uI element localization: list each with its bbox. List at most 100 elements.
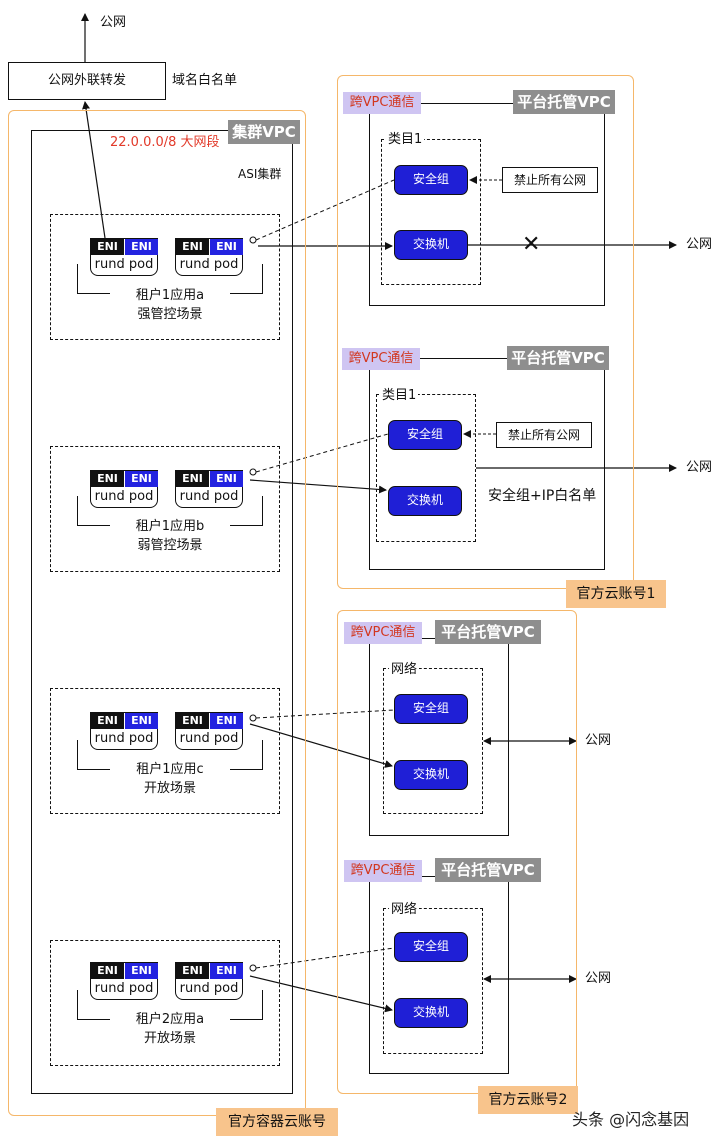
public-label-d: 公网 bbox=[585, 971, 612, 986]
pod-runtime: rund pod bbox=[94, 731, 154, 746]
platform-vpc-label-a: 平台托管VPC bbox=[513, 90, 615, 114]
scenario-d-frame bbox=[50, 940, 280, 1066]
eni-blue: ENI bbox=[125, 239, 158, 255]
pod-a2: ENI ENI rund pod bbox=[175, 238, 243, 276]
pod-b2: ENI ENI rund pod bbox=[175, 470, 243, 508]
eni-black: ENI bbox=[176, 239, 209, 255]
category-a-frame bbox=[381, 139, 481, 285]
switch-d: 交换机 bbox=[394, 998, 468, 1028]
scenario-b-mode: 弱管控场景 bbox=[137, 538, 203, 553]
eni-blue: ENI bbox=[125, 713, 158, 729]
pod-runtime: rund pod bbox=[179, 981, 239, 996]
eni-blue: ENI bbox=[210, 713, 243, 729]
official-account-2-frame bbox=[337, 610, 577, 1094]
blocked-icon: ✕ bbox=[522, 232, 541, 257]
port-b bbox=[249, 468, 257, 476]
network-d-label: 网络 bbox=[389, 902, 420, 918]
watermark: 头条 @闪念基因 bbox=[572, 1110, 690, 1129]
port-c bbox=[249, 714, 257, 722]
eni-black: ENI bbox=[176, 471, 209, 487]
pod-runtime: rund pod bbox=[179, 257, 239, 272]
scenario-b-app: 租户1应用b bbox=[110, 518, 230, 536]
pod-b-to-switch-arrow bbox=[249, 479, 387, 494]
eni-blue: ENI bbox=[125, 471, 158, 487]
platform-vpc-a bbox=[369, 103, 605, 306]
egress-box: 公网外联转发 bbox=[8, 62, 166, 100]
eni-black: ENI bbox=[91, 471, 124, 487]
cidr-label: 22.0.0.0/8 大网段 bbox=[110, 135, 220, 150]
eni-black: ENI bbox=[91, 713, 124, 729]
pod-to-egress-arrow bbox=[82, 101, 106, 239]
switch-b: 交换机 bbox=[388, 486, 462, 516]
platform-vpc-label-b: 平台托管VPC bbox=[507, 346, 609, 370]
pod-runtime: rund pod bbox=[94, 981, 154, 996]
public-label-b: 公网 bbox=[686, 460, 713, 475]
pod-d-to-switch-arrow bbox=[249, 975, 393, 1013]
security-group-c: 安全组 bbox=[394, 694, 468, 724]
port-a bbox=[249, 236, 257, 244]
official-account-1-label: 官方云账号1 bbox=[566, 580, 666, 608]
ban-public-b: 禁止所有公网 bbox=[496, 422, 592, 448]
eni-blue: ENI bbox=[210, 239, 243, 255]
eni-black: ENI bbox=[176, 963, 209, 979]
platform-vpc-label-d: 平台托管VPC bbox=[435, 858, 541, 882]
network-d-frame bbox=[383, 908, 483, 1054]
security-group-a: 安全组 bbox=[394, 165, 468, 195]
sg-ip-whitelist-label: 安全组+IP白名单 bbox=[488, 488, 597, 504]
scenario-c-frame bbox=[50, 688, 280, 814]
pod-d2: ENI ENI rund pod bbox=[175, 962, 243, 1000]
cross-vpc-label-a: 跨VPC通信 bbox=[343, 92, 421, 114]
pod-runtime: rund pod bbox=[94, 489, 154, 504]
switch-a: 交换机 bbox=[394, 230, 468, 260]
official-account-1-frame bbox=[337, 75, 634, 589]
pod-a1: ENI ENI rund pod bbox=[90, 238, 158, 276]
scenario-c-mode: 开放场景 bbox=[143, 781, 196, 796]
cross-vpc-label-c: 跨VPC通信 bbox=[344, 622, 422, 644]
public-label-c: 公网 bbox=[585, 733, 612, 748]
category-b-label: 类目1 bbox=[380, 388, 419, 404]
scenario-a-frame bbox=[50, 214, 280, 340]
pod-b1: ENI ENI rund pod bbox=[90, 470, 158, 508]
pod-c2: ENI ENI rund pod bbox=[175, 712, 243, 750]
scenario-d-mode: 开放场景 bbox=[143, 1031, 196, 1046]
category-a-label: 类目1 bbox=[386, 132, 425, 148]
scenario-d-app: 租户2应用a bbox=[110, 1011, 230, 1029]
cross-vpc-label-b: 跨VPC通信 bbox=[342, 348, 420, 370]
container-account-label: 官方容器云账号 bbox=[216, 1108, 338, 1136]
port-d bbox=[249, 964, 257, 972]
asi-cluster-label: ASI集群 bbox=[238, 167, 282, 181]
security-group-d: 安全组 bbox=[394, 932, 468, 962]
official-account-2-label: 官方云账号2 bbox=[478, 1086, 578, 1114]
domain-whitelist-label: 域名白名单 bbox=[172, 73, 238, 88]
scenario-a-mode: 强管控场景 bbox=[137, 307, 203, 322]
pod-runtime: rund pod bbox=[94, 257, 154, 272]
scenario-a-app: 租户1应用a bbox=[110, 287, 230, 305]
eni-black: ENI bbox=[91, 239, 124, 255]
cross-vpc-label-d: 跨VPC通信 bbox=[344, 860, 422, 882]
eni-black: ENI bbox=[176, 713, 209, 729]
network-c-label: 网络 bbox=[389, 662, 420, 678]
network-c-frame bbox=[383, 668, 483, 814]
pod-c-to-switch-arrow bbox=[249, 723, 393, 768]
scenario-c-app: 租户1应用c bbox=[110, 761, 230, 779]
ban-public-a: 禁止所有公网 bbox=[502, 167, 598, 193]
pod-b-to-sg-dashed bbox=[255, 433, 389, 473]
pod-runtime: rund pod bbox=[179, 489, 239, 504]
security-group-b: 安全组 bbox=[388, 420, 462, 450]
platform-vpc-label-c: 平台托管VPC bbox=[435, 620, 541, 644]
cluster-vpc-frame bbox=[31, 130, 293, 1094]
category-b-frame bbox=[376, 394, 476, 542]
switch-c: 交换机 bbox=[394, 760, 468, 790]
eni-blue: ENI bbox=[210, 963, 243, 979]
container-account-frame bbox=[8, 110, 306, 1116]
eni-blue: ENI bbox=[125, 963, 158, 979]
cluster-vpc-label: 集群VPC bbox=[228, 120, 300, 144]
public-label-top: 公网 bbox=[100, 15, 127, 30]
scenario-b-frame bbox=[50, 446, 280, 572]
eni-black: ENI bbox=[91, 963, 124, 979]
public-label-a: 公网 bbox=[686, 237, 713, 252]
platform-vpc-b bbox=[369, 358, 605, 570]
pod-d1: ENI ENI rund pod bbox=[90, 962, 158, 1000]
pod-c1: ENI ENI rund pod bbox=[90, 712, 158, 750]
